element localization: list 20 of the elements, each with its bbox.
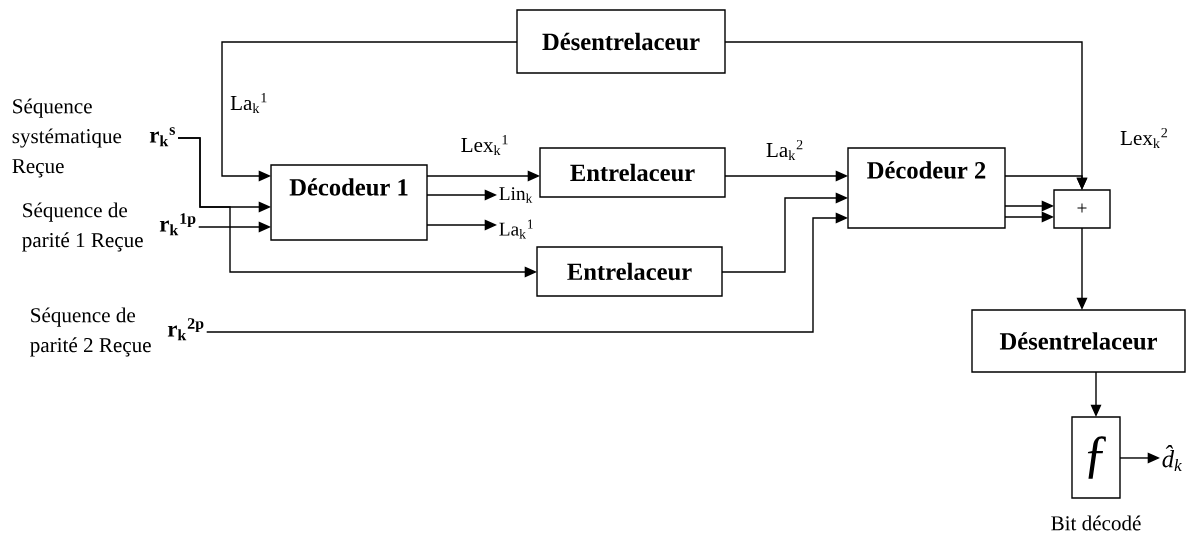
input-label: Séquence de parité 1 Reçue r$_{k}$1p bbox=[22, 202, 196, 252]
process-box: Entrelaceur bbox=[539, 147, 726, 198]
process-box: Entrelaceur bbox=[536, 246, 723, 297]
decision-box: ƒ bbox=[1071, 416, 1121, 499]
decoder-box: Décodeur 1 bbox=[270, 164, 428, 241]
adder-box: + bbox=[1053, 189, 1111, 229]
edge-label: La$_{k}$1 bbox=[230, 92, 267, 114]
process-box: Désentrelaceur bbox=[971, 309, 1186, 373]
signal-label: Lin$_{k}$ bbox=[499, 187, 533, 203]
edge-label: Lex$_{k}$2 bbox=[1120, 127, 1168, 149]
input-label: Séquence de parité 2 Reçue r$_{k}$2p bbox=[30, 307, 204, 357]
input-label: Séquence systématique Reçue r$_{k}$s bbox=[12, 98, 175, 178]
caption-text: Bit décodé bbox=[1051, 515, 1141, 531]
process-box: Désentrelaceur bbox=[516, 9, 726, 74]
decoder-box: Décodeur 2 bbox=[847, 147, 1006, 229]
arrow bbox=[221, 41, 518, 182]
signal-label: La$_{k}$1 bbox=[499, 219, 533, 239]
edge-label: Lex$_{k}$1 bbox=[461, 134, 508, 156]
output-symbol: d̂$_{k}$ bbox=[1162, 445, 1182, 471]
edge-label: La$_{k}$2 bbox=[766, 139, 803, 161]
